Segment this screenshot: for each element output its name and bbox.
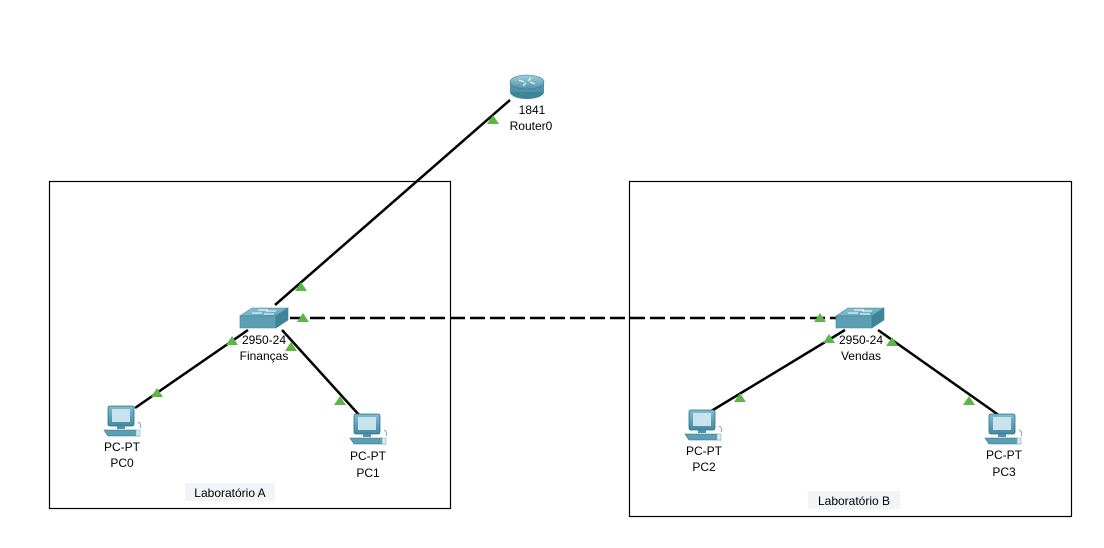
port-up-icon [823,334,835,343]
device-name-label: Finanças [240,349,289,363]
device-name-label: PC3 [992,465,1016,479]
port-up-icon [734,393,746,402]
area-label-bg [808,491,900,509]
device-name-label: PC1 [356,466,380,480]
area-label-laboratorio-b: Laboratório B [818,494,890,508]
device-model-label: PC-PT [986,448,1023,462]
device-name-label: Vendas [841,349,881,363]
pc-icon [103,405,142,437]
link-vendas-pc2[interactable] [707,328,846,415]
device-name-label: Router0 [510,119,553,133]
switch-icon [239,307,289,329]
pc-icon [984,413,1023,445]
device-pc1[interactable]: PC-PT PC1 [349,413,388,480]
port-up-icon [886,337,898,346]
port-up-icon [334,396,346,405]
device-router0[interactable]: 1841 Router0 [509,74,553,133]
device-name-label: PC2 [692,460,716,474]
device-pc3[interactable]: PC-PT PC3 [984,413,1023,479]
pc-icon [349,413,388,445]
pc-icon [684,409,723,441]
switch-icon [835,307,885,329]
area-laboratorio-b[interactable]: Laboratório B [628,180,1073,518]
area-label-laboratorio-a: Laboratório A [194,486,265,500]
port-up-icon [285,342,297,351]
device-switch-financas[interactable]: 2950-24 Finanças [239,307,289,363]
device-model-label: PC-PT [686,444,723,458]
port-up-icon [814,313,826,322]
area-laboratorio-a[interactable]: Laboratório A [48,180,452,510]
device-pc2[interactable]: PC-PT PC2 [684,409,723,474]
links [134,99,1001,418]
device-model-label: PC-PT [104,440,141,454]
port-indicators [151,115,975,405]
link-financas-pc1[interactable] [281,329,361,417]
area-label-bg [185,483,275,501]
port-up-icon [226,336,238,345]
link-vendas-pc3[interactable] [877,328,1001,418]
device-switch-vendas[interactable]: 2950-24 Vendas [835,307,885,363]
router-icon [509,74,545,100]
port-up-icon [963,396,975,405]
device-model-label: 2950-24 [839,333,883,347]
device-model-label: 2950-24 [242,333,286,347]
port-up-icon [487,115,499,124]
port-up-icon [151,388,163,397]
port-up-icon [297,313,309,322]
device-name-label: PC0 [110,456,134,470]
device-model-label: PC-PT [350,449,387,463]
port-up-icon [295,282,307,291]
link-router0-financas[interactable] [274,99,511,306]
device-pc0[interactable]: PC-PT PC0 [103,405,142,470]
device-model-label: 1841 [519,103,546,117]
